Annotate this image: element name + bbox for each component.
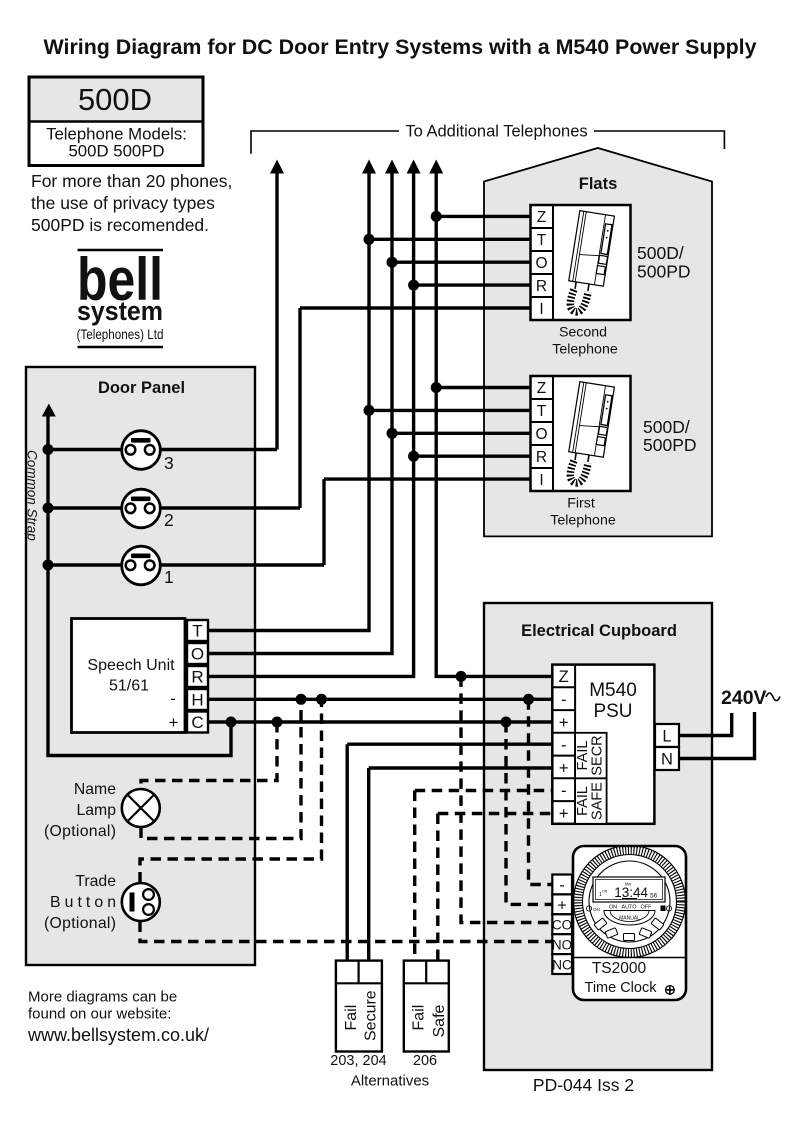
svg-text:+: + (559, 714, 569, 732)
svg-text:To Additional Telephones: To Additional Telephones (405, 123, 587, 141)
svg-text:www.bellsystem.co.uk/: www.bellsystem.co.uk/ (27, 1025, 209, 1045)
svg-text:Fail: Fail (411, 1005, 428, 1031)
svg-text:NC: NC (552, 958, 572, 973)
svg-text:SAFE: SAFE (590, 782, 606, 820)
svg-text:system: system (77, 296, 163, 326)
svg-text:ON: ON (593, 907, 600, 912)
svg-text:500D: 500D (78, 82, 152, 117)
svg-text:+: + (169, 713, 179, 732)
svg-text:(Telephones) Ltd: (Telephones) Ltd (77, 326, 164, 342)
svg-text:Mo: Mo (625, 882, 632, 887)
svg-text:SECR: SECR (590, 735, 606, 775)
svg-text:FAIL: FAIL (575, 786, 591, 816)
svg-text:ON: ON (609, 905, 617, 911)
svg-text:Telephone: Telephone (552, 342, 618, 358)
svg-text:Telephone Models:: Telephone Models: (46, 125, 187, 144)
svg-text:500D/: 500D/ (643, 417, 690, 437)
svg-text:240V: 240V (721, 687, 767, 709)
svg-text:CO: CO (552, 918, 572, 933)
svg-text:1: 1 (599, 892, 602, 898)
svg-text:Name: Name (74, 781, 116, 798)
svg-text:(Optional): (Optional) (44, 915, 116, 932)
svg-text:-: - (561, 782, 567, 800)
svg-text:-: - (559, 877, 564, 894)
svg-text:Fail: Fail (343, 1005, 360, 1031)
svg-text:More diagrams can be: More diagrams can be (28, 989, 177, 1006)
svg-text:the use of privacy types: the use of privacy types (31, 193, 215, 213)
svg-text:R: R (191, 668, 203, 687)
svg-text:Trade: Trade (75, 873, 116, 890)
svg-text:OFF: OFF (641, 905, 653, 911)
svg-text:ON: ON (602, 890, 608, 894)
svg-text:T: T (192, 622, 202, 641)
svg-text:203, 204: 203, 204 (330, 1053, 386, 1069)
svg-text:+: + (559, 805, 569, 823)
svg-text:500D 500PD: 500D 500PD (68, 142, 164, 161)
svg-text:(Optional): (Optional) (44, 823, 116, 840)
svg-text:56: 56 (650, 893, 658, 900)
svg-text:Telephone: Telephone (550, 513, 616, 529)
svg-text:500PD: 500PD (637, 262, 691, 282)
svg-text:Safe: Safe (431, 1004, 448, 1037)
svg-text:Lamp: Lamp (76, 802, 116, 819)
svg-text:-: - (561, 737, 567, 755)
svg-text:51/61: 51/61 (109, 678, 149, 695)
svg-text:+: + (559, 760, 569, 778)
svg-text:+: + (557, 898, 566, 915)
svg-text:3: 3 (164, 453, 174, 473)
svg-text:found on our website:: found on our website: (28, 1006, 171, 1023)
svg-text:206: 206 (413, 1053, 437, 1069)
svg-text:TS2000: TS2000 (592, 960, 647, 977)
svg-text:Electrical Cupboard: Electrical Cupboard (521, 622, 677, 640)
svg-text:1: 1 (164, 567, 174, 587)
svg-text:For more than 20 phones,: For more than 20 phones, (31, 171, 232, 191)
svg-text:L: L (662, 728, 671, 746)
svg-text:Alternatives: Alternatives (351, 1073, 429, 1090)
svg-text:2: 2 (164, 510, 174, 530)
svg-text:Flats: Flats (579, 175, 618, 193)
svg-text:H: H (191, 691, 203, 710)
svg-text:Common Strap: Common Strap (25, 450, 40, 541)
svg-text:Speech Unit: Speech Unit (87, 657, 175, 674)
svg-text:500PD: 500PD (643, 435, 697, 455)
svg-text:500PD is recomended.: 500PD is recomended. (31, 215, 209, 235)
svg-text:PD-044 Iss 2: PD-044 Iss 2 (533, 1075, 634, 1095)
svg-text:NO: NO (552, 938, 572, 953)
svg-text:-: - (170, 689, 176, 708)
svg-text:-: - (561, 691, 567, 709)
svg-text:First: First (567, 496, 595, 512)
svg-text:FAIL: FAIL (575, 741, 591, 771)
svg-text:bell: bell (77, 246, 163, 313)
svg-text:MANUAL: MANUAL (619, 916, 640, 922)
svg-text:500D/: 500D/ (637, 243, 684, 263)
svg-text:Wiring Diagram for DC Door Ent: Wiring Diagram for DC Door Entry Systems… (44, 35, 757, 59)
svg-text:13:44: 13:44 (614, 885, 648, 900)
svg-text:Time Clock: Time Clock (585, 980, 658, 996)
svg-text:AUTO: AUTO (621, 905, 637, 911)
svg-text:C: C (191, 713, 203, 732)
svg-text:Second: Second (559, 325, 607, 341)
svg-text:PSU: PSU (593, 701, 632, 722)
svg-text:N: N (661, 751, 673, 769)
svg-text:O: O (191, 645, 204, 664)
svg-text:Secure: Secure (363, 990, 380, 1041)
svg-text:M540: M540 (589, 680, 637, 701)
svg-text:Door Panel: Door Panel (98, 379, 185, 397)
svg-text:Z: Z (559, 668, 569, 686)
